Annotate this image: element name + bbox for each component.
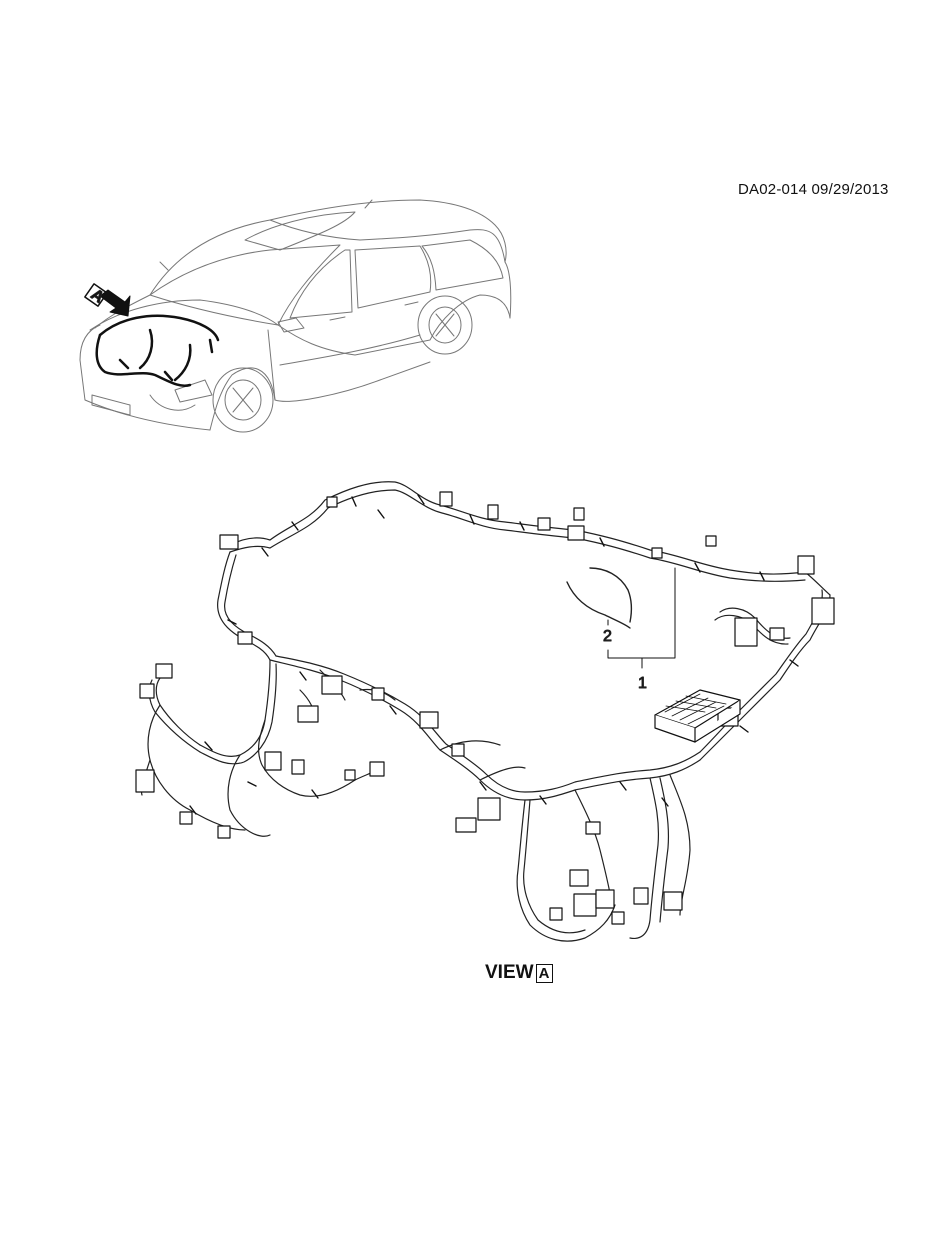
harness-pigtail-item-2 <box>566 581 631 629</box>
callout-leaders <box>607 567 676 669</box>
drawing-id-label: DA02-014 09/29/2013 <box>738 181 889 198</box>
vehicle-drawing <box>79 199 512 433</box>
harness-clips <box>189 494 799 815</box>
callout-1: 1 <box>638 675 647 692</box>
view-caption: VIEW A <box>485 962 553 984</box>
view-a-pointer <box>84 283 131 317</box>
vehicle-harness-highlight <box>95 314 220 387</box>
view-letter-box: A <box>535 963 553 983</box>
wiring-harness-assembly <box>135 481 835 942</box>
fuse-block <box>654 689 741 743</box>
harness-main-trunk <box>140 481 831 942</box>
view-word: VIEW <box>485 962 534 983</box>
harness-connectors <box>135 491 835 925</box>
callout-2: 2 <box>603 628 612 645</box>
